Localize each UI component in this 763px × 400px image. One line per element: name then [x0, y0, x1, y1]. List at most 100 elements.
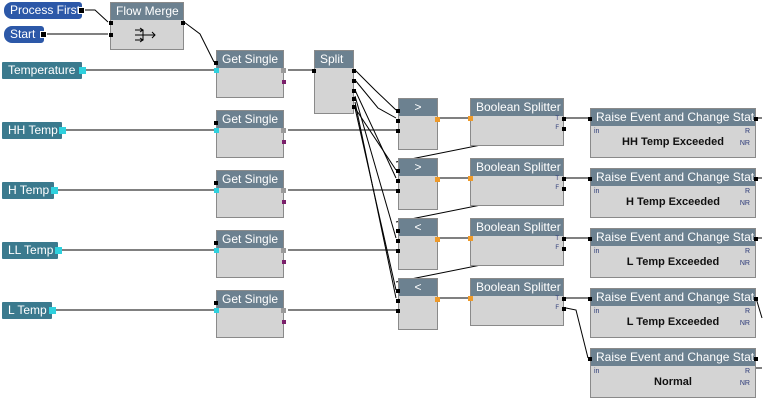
- r-output-port[interactable]: [754, 177, 758, 181]
- false-output-port[interactable]: [562, 307, 566, 311]
- get-single-block-ll[interactable]: Get Single: [214, 230, 286, 278]
- error-port[interactable]: [282, 140, 286, 144]
- get-single-block-h[interactable]: Get Single: [214, 170, 286, 218]
- input-port[interactable]: [396, 239, 400, 243]
- r-output-port[interactable]: [754, 117, 758, 121]
- error-port[interactable]: [282, 260, 286, 264]
- temperature-input[interactable]: Temperature: [2, 62, 86, 79]
- output-port[interactable]: [51, 187, 58, 194]
- boolean-splitter-block-1[interactable]: Boolean Splitter T F: [468, 98, 566, 146]
- start-input[interactable]: Start: [4, 26, 47, 43]
- l-temp-input[interactable]: L Temp: [2, 302, 56, 319]
- input-port[interactable]: [312, 69, 316, 73]
- input-port[interactable]: [468, 236, 473, 241]
- error-port[interactable]: [282, 80, 286, 84]
- process-first-input[interactable]: Process First: [4, 2, 85, 19]
- boolean-splitter-block-3[interactable]: Boolean Splitter T F: [468, 218, 566, 266]
- get-single-block-temperature[interactable]: Get Single: [214, 50, 286, 98]
- input-port[interactable]: [468, 176, 473, 181]
- output-port[interactable]: [78, 7, 85, 14]
- output-port[interactable]: [435, 117, 440, 122]
- input-port[interactable]: [468, 296, 473, 301]
- trigger-port[interactable]: [214, 181, 218, 185]
- input-port[interactable]: [396, 249, 400, 253]
- output-port[interactable]: [435, 237, 440, 242]
- output-port[interactable]: [352, 79, 356, 83]
- value-output-port[interactable]: [281, 248, 286, 253]
- output-port[interactable]: [59, 127, 66, 134]
- error-port[interactable]: [282, 200, 286, 204]
- ll-temp-input[interactable]: LL Temp: [2, 242, 62, 259]
- value-output-port[interactable]: [281, 128, 286, 133]
- input-port[interactable]: [588, 117, 592, 121]
- false-output-port[interactable]: [562, 127, 566, 131]
- input-port[interactable]: [396, 169, 400, 173]
- output-port[interactable]: [352, 89, 356, 93]
- get-single-block-hh[interactable]: Get Single: [214, 110, 286, 158]
- input-port[interactable]: [396, 189, 400, 193]
- raise-event-block-normal[interactable]: Raise Event and Change State in R NR Nor…: [588, 348, 758, 398]
- value-input-port[interactable]: [214, 248, 219, 253]
- trigger-port[interactable]: [214, 121, 218, 125]
- value-input-port[interactable]: [214, 68, 219, 73]
- output-port[interactable]: [435, 177, 440, 182]
- trigger-port[interactable]: [214, 241, 218, 245]
- r-output-port[interactable]: [754, 237, 758, 241]
- value-output-port[interactable]: [281, 188, 286, 193]
- raise-event-block-h[interactable]: Raise Event and Change State in R NR H T…: [588, 168, 758, 218]
- comparator-block-4[interactable]: <: [396, 278, 440, 330]
- output-port[interactable]: [49, 307, 56, 314]
- raise-event-block-ll[interactable]: Raise Event and Change State in R NR L T…: [588, 228, 758, 278]
- true-output-port[interactable]: [562, 177, 566, 181]
- value-input-port[interactable]: [214, 128, 219, 133]
- value-input-port[interactable]: [214, 188, 219, 193]
- comparator-block-2[interactable]: >: [396, 158, 440, 210]
- output-port[interactable]: [40, 31, 47, 38]
- r-output-port[interactable]: [754, 357, 758, 361]
- input-port[interactable]: [468, 116, 473, 121]
- input-port[interactable]: [109, 21, 113, 25]
- true-output-port[interactable]: [562, 237, 566, 241]
- raise-event-block-hh[interactable]: Raise Event and Change State in R NR HH …: [588, 108, 758, 158]
- output-port[interactable]: [55, 247, 62, 254]
- output-port[interactable]: [79, 67, 86, 74]
- true-output-port[interactable]: [562, 117, 566, 121]
- input-port[interactable]: [588, 177, 592, 181]
- split-block[interactable]: Split: [312, 50, 356, 114]
- false-output-port[interactable]: [562, 187, 566, 191]
- input-port[interactable]: [396, 179, 400, 183]
- input-port[interactable]: [588, 237, 592, 241]
- input-port[interactable]: [396, 289, 400, 293]
- input-port[interactable]: [396, 119, 400, 123]
- boolean-splitter-block-2[interactable]: Boolean Splitter T F: [468, 158, 566, 206]
- input-port[interactable]: [396, 309, 400, 313]
- comparator-block-3[interactable]: <: [396, 218, 440, 270]
- flow-merge-block[interactable]: Flow Merge: [109, 2, 185, 50]
- get-single-block-l[interactable]: Get Single: [214, 290, 286, 338]
- r-output-port[interactable]: [754, 297, 758, 301]
- output-port[interactable]: [352, 105, 356, 109]
- trigger-port[interactable]: [214, 301, 218, 305]
- h-temp-input[interactable]: H Temp: [2, 182, 58, 199]
- value-output-port[interactable]: [281, 68, 286, 73]
- input-port[interactable]: [396, 109, 400, 113]
- input-port[interactable]: [109, 33, 113, 37]
- value-output-port[interactable]: [281, 308, 286, 313]
- error-port[interactable]: [282, 320, 286, 324]
- output-port[interactable]: [352, 69, 356, 73]
- input-port[interactable]: [396, 129, 400, 133]
- output-port[interactable]: [435, 297, 440, 302]
- raise-event-block-l[interactable]: Raise Event and Change State in R NR L T…: [588, 288, 758, 338]
- output-port[interactable]: [181, 21, 185, 25]
- hh-temp-input[interactable]: HH Temp: [2, 122, 66, 139]
- true-output-port[interactable]: [562, 297, 566, 301]
- input-port[interactable]: [588, 297, 592, 301]
- trigger-port[interactable]: [214, 61, 218, 65]
- value-input-port[interactable]: [214, 308, 219, 313]
- output-port[interactable]: [352, 97, 356, 101]
- false-output-port[interactable]: [562, 247, 566, 251]
- input-port[interactable]: [396, 299, 400, 303]
- comparator-block-1[interactable]: >: [396, 98, 440, 150]
- boolean-splitter-block-4[interactable]: Boolean Splitter T F: [468, 278, 566, 326]
- input-port[interactable]: [396, 229, 400, 233]
